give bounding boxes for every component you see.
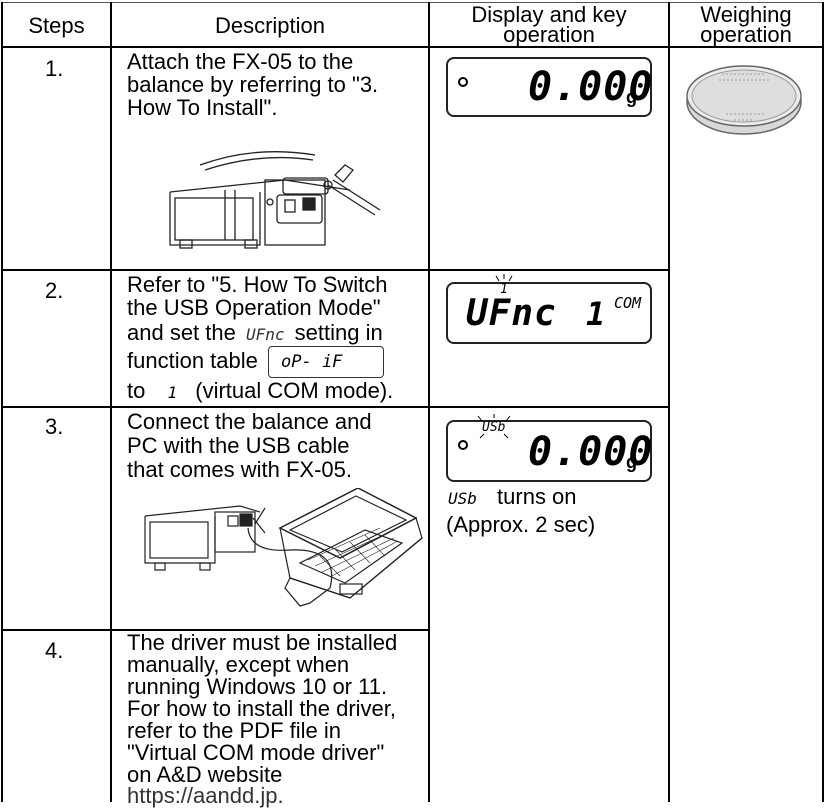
step-description-line: The driver must be installed (127, 630, 398, 655)
step-number: 4. (45, 638, 64, 663)
display-value: 0.000 (528, 64, 654, 110)
header-description: Description (214, 13, 326, 38)
balance-display-3: USb 0.000 g (446, 414, 654, 482)
display-unit: g (626, 87, 637, 107)
display-note-duration: (Approx. 2 sec) (446, 512, 596, 537)
ufnc-segment-label: UFnc (246, 325, 285, 344)
step-description-line: How To Install". (127, 95, 278, 120)
balance-display-2: 1 UFnc 1 COM (446, 274, 652, 344)
usb-connection-illustration (144, 488, 423, 607)
step-description-line: "Virtual COM mode driver" (127, 740, 385, 765)
display-mode-value: UFnc (466, 293, 557, 334)
header-display-2: operation (503, 22, 595, 47)
blink-indicator-icon (495, 274, 513, 282)
step-description-line: For how to install the driver, (127, 696, 397, 721)
weighing-pan-icon (686, 65, 802, 135)
step-description-line: on A&D website (127, 762, 283, 787)
header-display-1: Display and key (471, 2, 627, 27)
step-description-line: manually, except when (127, 652, 350, 677)
step-description-line: Connect the balance and (127, 409, 372, 434)
step-description-line: PC with the USB cable (127, 433, 350, 458)
display-com-indicator: COM (614, 294, 642, 312)
header-weighing-1: Weighing (700, 2, 792, 27)
step-description-line: Refer to "5. How To Switch (127, 272, 388, 297)
display-top-indicator: USb (482, 420, 506, 435)
website-link[interactable]: https://aandd.jp. (127, 783, 284, 808)
step-description-line: the USB Operation Mode" (127, 295, 381, 320)
function-table-box: oP- iF (268, 346, 384, 378)
step-description-line: refer to the PDF file in (127, 718, 341, 743)
step-description-line: balance by referring to "3. (127, 72, 379, 97)
step-description-line: function table (127, 348, 258, 373)
balance-display-1: 0.000 g (446, 57, 652, 117)
step-number: 3. (45, 414, 64, 439)
step-description-line: to 1 (virtual COM mode). (127, 378, 394, 403)
display-value: 0.000 (528, 429, 654, 475)
step-number: 2. (45, 278, 64, 303)
step-description-line: Attach the FX-05 to the (127, 49, 354, 74)
display-top-indicator: 1 (500, 282, 508, 297)
step-description-line: that comes with FX-05. (127, 457, 352, 482)
display-note: USb turns on (448, 484, 577, 509)
blink-indicator-icon (477, 414, 511, 439)
display-unit: g (626, 452, 637, 472)
header-steps: Steps (28, 13, 85, 38)
step-description-line: running Windows 10 or 11. (127, 674, 388, 699)
fx05-install-illustration (169, 151, 381, 249)
step-description-line: and set the UFnc setting in (127, 320, 383, 345)
header-weighing-2: operation (700, 22, 792, 47)
step-number: 1. (45, 56, 64, 81)
display-setting-value: 1 (586, 295, 607, 333)
